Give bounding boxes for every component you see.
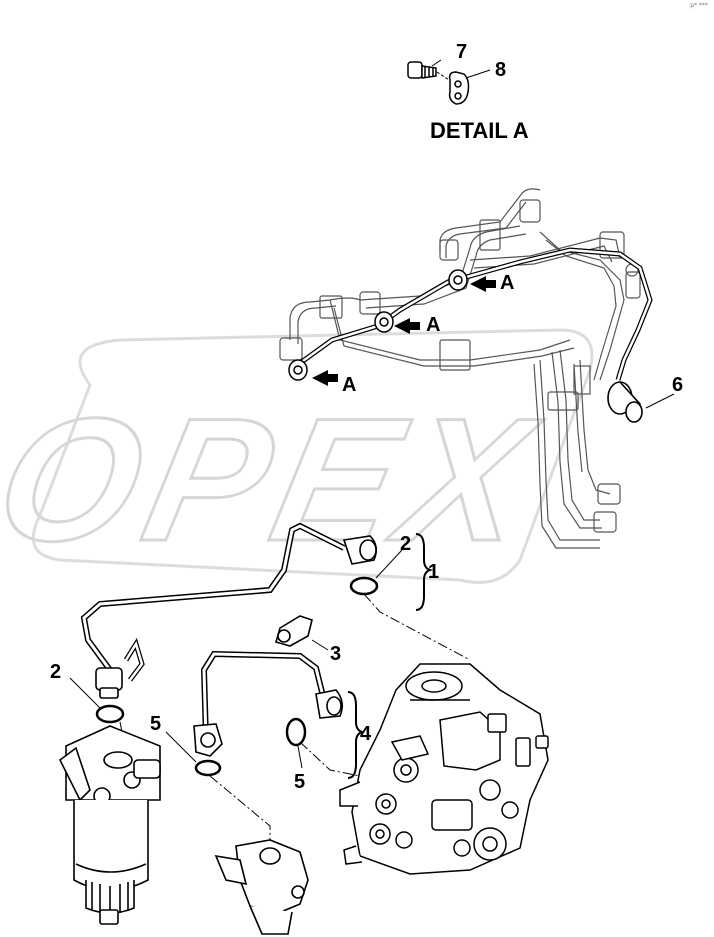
callout-1: 1: [428, 561, 439, 583]
washer-5-right: [285, 717, 307, 747]
fuel-pipe-1: [80, 522, 378, 699]
callout-2-upper: 2: [400, 533, 411, 555]
callout-a-3: A: [342, 374, 356, 396]
callout-6: 6: [672, 374, 683, 396]
brace-4: [347, 691, 366, 779]
clip-8: [448, 71, 470, 105]
fuel-filter: [58, 725, 161, 925]
injection-pump: [339, 663, 549, 875]
callout-a-2: A: [426, 314, 440, 336]
callout-3: 3: [330, 643, 341, 665]
callout-7: 7: [456, 41, 467, 63]
callout-5-left: 5: [150, 713, 161, 735]
leak-off-line: [288, 247, 653, 381]
washer-2-lower: [95, 704, 125, 724]
bolt-7: [407, 61, 437, 79]
corner-mark: p* ***: [690, 2, 708, 9]
washer-5-left: [194, 759, 222, 777]
detail-title: DETAIL A: [430, 118, 529, 143]
arrow-a-1: A: [470, 272, 514, 294]
callout-8: 8: [495, 59, 506, 81]
watermark-text: OPEX: [0, 382, 553, 578]
washer-2-upper: [349, 576, 379, 596]
fuel-pipe-4: [193, 650, 344, 757]
callout-a-1: A: [500, 272, 514, 294]
lift-pump: [214, 839, 309, 935]
callout-2-lower: 2: [50, 661, 61, 683]
callout-5-right: 5: [294, 771, 305, 793]
arrow-a-3: A: [312, 370, 356, 396]
connector-3: [275, 615, 329, 651]
callout-4: 4: [360, 723, 372, 745]
arrow-a-2: A: [394, 314, 440, 336]
brace-1: [415, 533, 434, 611]
return-fitting-6: [607, 381, 675, 423]
detail-a: 7 8 DETAIL A: [407, 41, 529, 143]
